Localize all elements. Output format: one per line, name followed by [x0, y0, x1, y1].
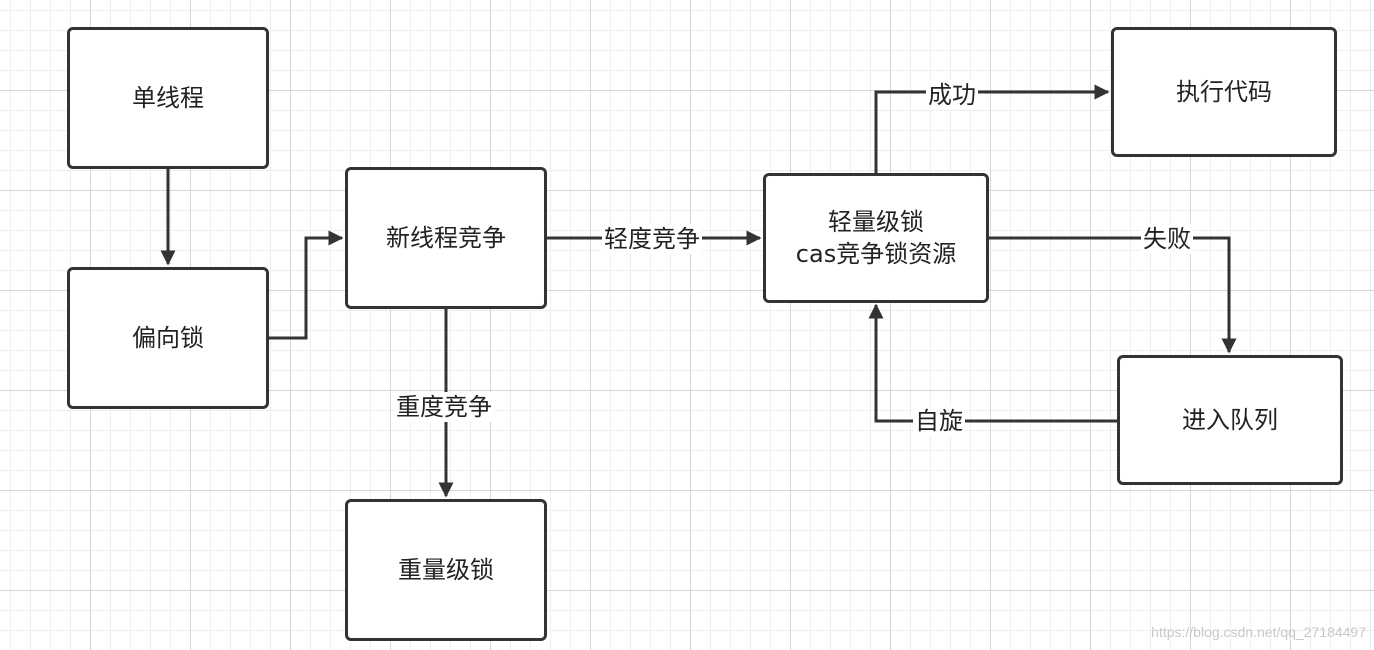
edge-label-heavy-contention: 重度竞争: [394, 392, 494, 422]
node-heavyweight-lock: 重量级锁: [345, 499, 547, 641]
edge-label-failure: 失败: [1141, 224, 1193, 254]
node-lightweight-lock: 轻量级锁 cas竞争锁资源: [763, 173, 989, 303]
edge-lightweight-to-queue: [988, 236, 1237, 354]
node-lightweight-lock-label-line1: 轻量级锁: [828, 208, 924, 236]
edge-queue-spin-back: [868, 303, 1117, 423]
watermark-url: https://blog.csdn.net/qq_27184497: [1151, 624, 1366, 640]
node-heavyweight-lock-label: 重量级锁: [398, 556, 494, 584]
node-biased-lock: 偏向锁: [67, 267, 269, 409]
edge-label-success: 成功: [926, 80, 978, 110]
node-enter-queue: 进入队列: [1117, 355, 1343, 485]
edge-label-light-contention: 轻度竞争: [602, 224, 702, 254]
node-biased-lock-label: 偏向锁: [132, 324, 204, 352]
edge-lightweight-to-execute: [874, 84, 1110, 173]
node-execute-code: 执行代码: [1111, 27, 1337, 157]
node-single-thread-label: 单线程: [132, 84, 204, 112]
edge-label-spin: 自旋: [913, 406, 965, 436]
node-execute-code-label: 执行代码: [1176, 78, 1272, 106]
node-new-thread-compete: 新线程竞争: [345, 167, 547, 309]
node-single-thread: 单线程: [67, 27, 269, 169]
node-lightweight-lock-label-line2: cas竞争锁资源: [795, 240, 957, 268]
node-enter-queue-label: 进入队列: [1182, 406, 1278, 434]
edge-biased-to-compete: [268, 230, 344, 340]
node-new-thread-compete-label: 新线程竞争: [386, 224, 506, 252]
